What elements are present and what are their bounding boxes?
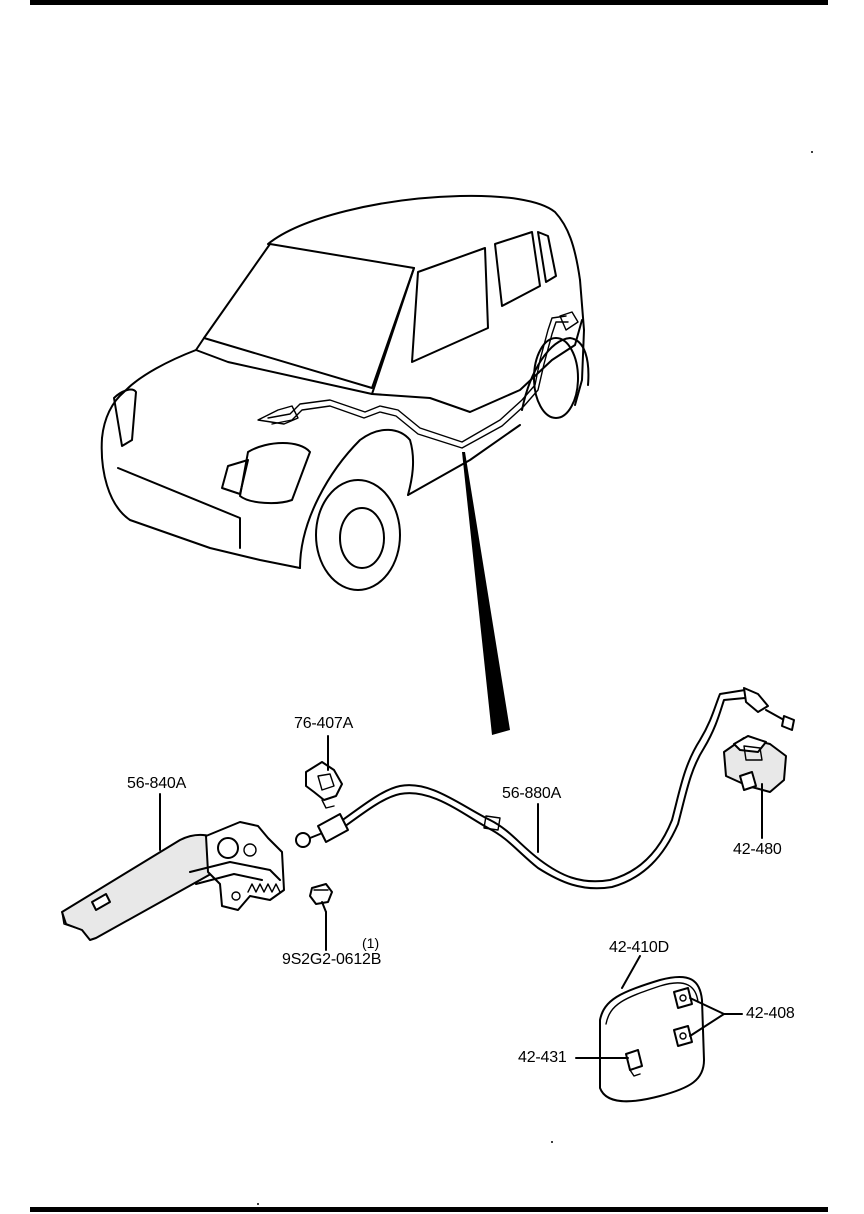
vehicle-front-door-window bbox=[411, 247, 489, 363]
latch-plunger bbox=[739, 771, 757, 791]
clip-body bbox=[305, 761, 343, 801]
leader-lines bbox=[159, 735, 763, 1059]
release-cable-inner bbox=[333, 697, 746, 890]
label-bolt: 9S2G2-0612B bbox=[282, 951, 382, 968]
vehicle-hood-line bbox=[195, 267, 415, 395]
bolt-head bbox=[309, 883, 333, 905]
cable-mid-clip bbox=[483, 815, 501, 831]
vehicle-front-wheel bbox=[315, 479, 401, 591]
cable-rear-end-fitting bbox=[743, 687, 769, 713]
clip-hook bbox=[321, 799, 335, 809]
latch-top bbox=[733, 735, 767, 753]
label-bolt-quantity: (1) bbox=[362, 935, 380, 951]
vehicle-marker-lamp bbox=[221, 459, 249, 495]
leader-42-408-lower bbox=[689, 1013, 725, 1037]
label-lid-bumper: 42-408 bbox=[746, 1005, 795, 1022]
vehicle-windshield bbox=[203, 243, 415, 389]
lever-handle-edge bbox=[61, 911, 91, 941]
vehicle-rear-door-window bbox=[494, 231, 541, 307]
label-fuel-lid: 42-410D bbox=[609, 939, 669, 956]
bolt-part bbox=[309, 883, 333, 913]
fuel-lid-inner-edge bbox=[605, 982, 699, 1025]
release-cable-assembly bbox=[295, 687, 795, 890]
label-release-cable: 56-880A bbox=[502, 785, 562, 802]
vehicle-cable-route-inner bbox=[271, 321, 569, 449]
latch-unit-part bbox=[723, 735, 787, 793]
bottom-border-rule bbox=[30, 1207, 828, 1212]
lever-spring bbox=[247, 883, 281, 893]
lever-arm bbox=[189, 861, 281, 881]
vehicle-hood-front bbox=[101, 349, 197, 439]
clip-detail bbox=[317, 773, 335, 791]
vehicle-latch-sketch bbox=[559, 311, 579, 331]
vehicle-right-headlamp bbox=[239, 442, 311, 505]
lid-bumper-lower bbox=[673, 1025, 693, 1047]
lever-handle bbox=[61, 834, 227, 941]
lid-bumper-lower-hole bbox=[679, 1032, 687, 1040]
label-latch-unit: 42-480 bbox=[733, 841, 782, 858]
lever-pivot bbox=[217, 837, 239, 859]
release-lever-part bbox=[61, 821, 285, 941]
cable-rear-end-tip bbox=[781, 715, 795, 731]
lid-bumper-upper bbox=[673, 987, 693, 1009]
lid-bumper-upper-hole bbox=[679, 994, 687, 1002]
lever-mount-hole bbox=[231, 891, 241, 901]
release-cable-outer bbox=[333, 689, 746, 883]
lid-spring-clip bbox=[625, 1049, 643, 1071]
lever-button bbox=[91, 893, 111, 911]
vehicle-grille-line bbox=[117, 467, 241, 549]
detail-pointer-wedge bbox=[462, 452, 510, 735]
speck-3 bbox=[257, 1203, 259, 1205]
cable-front-end-ball bbox=[295, 832, 311, 848]
leader-42-410D bbox=[621, 955, 641, 989]
label-bracket-clip: 76-407A bbox=[294, 715, 354, 732]
lever-arm-lower bbox=[195, 873, 263, 885]
lid-spring-clip-tab bbox=[629, 1069, 641, 1077]
vehicle-rear-arch bbox=[521, 337, 590, 411]
vehicle-illustration bbox=[100, 194, 590, 591]
speck-2 bbox=[551, 1141, 553, 1143]
vehicle-quarter-window bbox=[537, 231, 557, 283]
vehicle-roof-outline bbox=[267, 194, 581, 281]
label-lid-spring: 42-431 bbox=[518, 1049, 567, 1066]
cable-rear-end-wire bbox=[765, 709, 785, 721]
cable-front-end-wire bbox=[309, 833, 321, 839]
vehicle-front-face bbox=[100, 437, 301, 569]
cable-front-end-fitting bbox=[317, 813, 349, 843]
vehicle-sill bbox=[407, 424, 521, 496]
vehicle-lever-sketch bbox=[257, 405, 299, 425]
vehicle-front-hub bbox=[339, 507, 385, 569]
label-release-lever: 56-840A bbox=[127, 775, 187, 792]
lever-pivot-hole bbox=[243, 843, 257, 857]
vehicle-body-side bbox=[371, 319, 583, 413]
leader-42-408-upper bbox=[689, 997, 725, 1015]
latch-detail bbox=[743, 745, 763, 761]
vehicle-rear-wheel bbox=[533, 337, 579, 419]
vehicle-left-headlamp bbox=[113, 388, 137, 447]
fuel-lid-part bbox=[599, 975, 705, 1103]
bolt-shank bbox=[321, 901, 327, 913]
top-border-rule bbox=[30, 0, 828, 5]
speck-1 bbox=[811, 151, 813, 153]
vehicle-front-fender bbox=[299, 428, 415, 569]
bracket-clip-part bbox=[305, 761, 343, 809]
vehicle-rear-edge bbox=[574, 279, 585, 406]
vehicle-cable-route bbox=[267, 315, 567, 443]
